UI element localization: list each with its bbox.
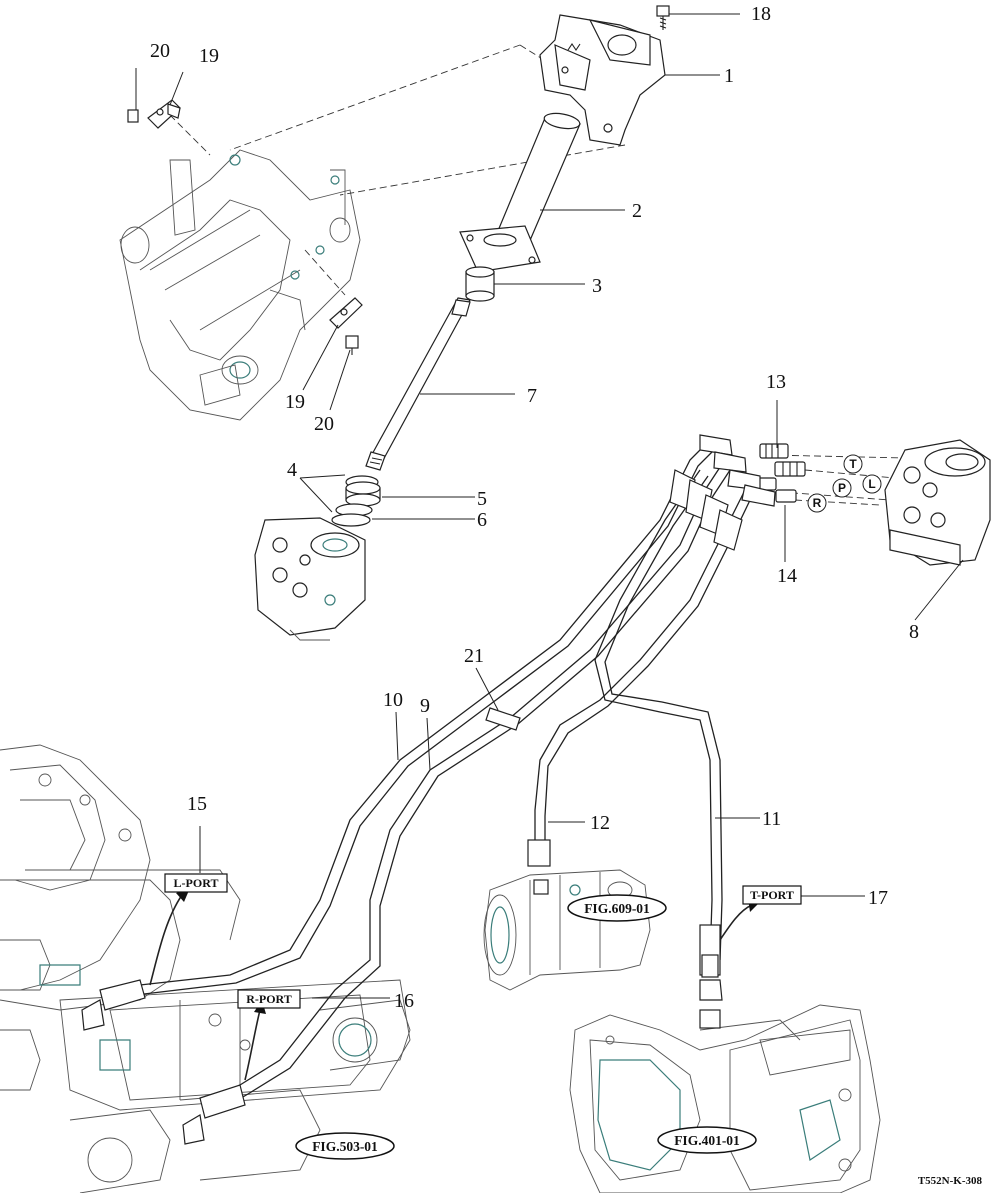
part-8-steering-unit bbox=[884, 439, 991, 566]
callout-2: 2 bbox=[632, 200, 642, 222]
fig-401-01-ref: FIG.401-01 bbox=[657, 1126, 757, 1154]
fig-609-01-ref: FIG.609-01 bbox=[567, 894, 667, 922]
r-port-tag: R-PORT bbox=[237, 989, 301, 1009]
front-axle-housing-drawing bbox=[0, 744, 411, 1193]
fig-401-01-label: FIG.401-01 bbox=[674, 1133, 740, 1148]
part-3-bushing bbox=[465, 266, 495, 302]
part-2-column-tube bbox=[459, 112, 581, 273]
port-letter-markers bbox=[807, 454, 882, 513]
callout-15: 15 bbox=[187, 793, 207, 815]
l-port-label: L-PORT bbox=[174, 876, 219, 890]
callout-3: 3 bbox=[592, 275, 602, 297]
callout-leaders bbox=[135, 13, 964, 1081]
callout-8: 8 bbox=[909, 621, 919, 643]
callout-6: 6 bbox=[477, 509, 487, 531]
callout-17: 17 bbox=[868, 887, 888, 909]
callout-5: 5 bbox=[477, 488, 487, 510]
part-19-20-clamp-lower bbox=[329, 297, 363, 355]
t-port-tag: T-PORT bbox=[742, 885, 802, 905]
r-port-label: R-PORT bbox=[246, 992, 292, 1006]
callout-18: 18 bbox=[751, 3, 771, 25]
callout-13: 13 bbox=[766, 371, 786, 393]
fig-503-01-label: FIG.503-01 bbox=[312, 1139, 378, 1154]
assembly-dash-lines bbox=[169, 44, 906, 506]
l-port-tag: L-PORT bbox=[164, 873, 228, 893]
callout-10: 10 bbox=[383, 689, 403, 711]
fig-609-01-label: FIG.609-01 bbox=[584, 901, 650, 916]
part-19-20-clamp-upper bbox=[127, 99, 181, 129]
part-18-bolt bbox=[656, 5, 670, 30]
hydraulic-hoses bbox=[81, 434, 776, 1145]
part-4-5-6-seal-rings bbox=[331, 475, 381, 527]
callout-20-lower: 20 bbox=[314, 413, 334, 435]
part-7-steering-shaft bbox=[365, 297, 471, 471]
steering-bracket-assembly-drawing bbox=[119, 149, 361, 421]
port-letter-r: R bbox=[813, 496, 822, 510]
callout-7: 7 bbox=[527, 385, 537, 407]
port-letter-l: L bbox=[868, 477, 875, 491]
callout-9: 9 bbox=[420, 695, 430, 717]
callout-1: 1 bbox=[724, 65, 734, 87]
port-letter-t: T bbox=[849, 457, 857, 471]
transmission-housing-drawing bbox=[569, 1004, 881, 1193]
port-letter-p: P bbox=[838, 481, 846, 495]
callout-20-upper: 20 bbox=[150, 40, 170, 62]
callout-14: 14 bbox=[777, 565, 797, 587]
callout-19-lower: 19 bbox=[285, 391, 305, 413]
fig-503-01-ref: FIG.503-01 bbox=[295, 1132, 395, 1160]
callout-12: 12 bbox=[590, 812, 610, 834]
t-port-label: T-PORT bbox=[750, 888, 794, 902]
hydraulic-pump-drawing bbox=[483, 869, 651, 991]
callout-11: 11 bbox=[762, 808, 781, 830]
callout-21: 21 bbox=[464, 645, 484, 667]
drawing-code: T552N-K-308 bbox=[918, 1175, 983, 1187]
steering-unit-left-drawing bbox=[254, 517, 366, 641]
part-1-column-bracket bbox=[539, 14, 666, 146]
callout-16: 16 bbox=[394, 990, 414, 1012]
callout-19-upper: 19 bbox=[199, 45, 219, 67]
callout-4: 4 bbox=[287, 459, 297, 481]
